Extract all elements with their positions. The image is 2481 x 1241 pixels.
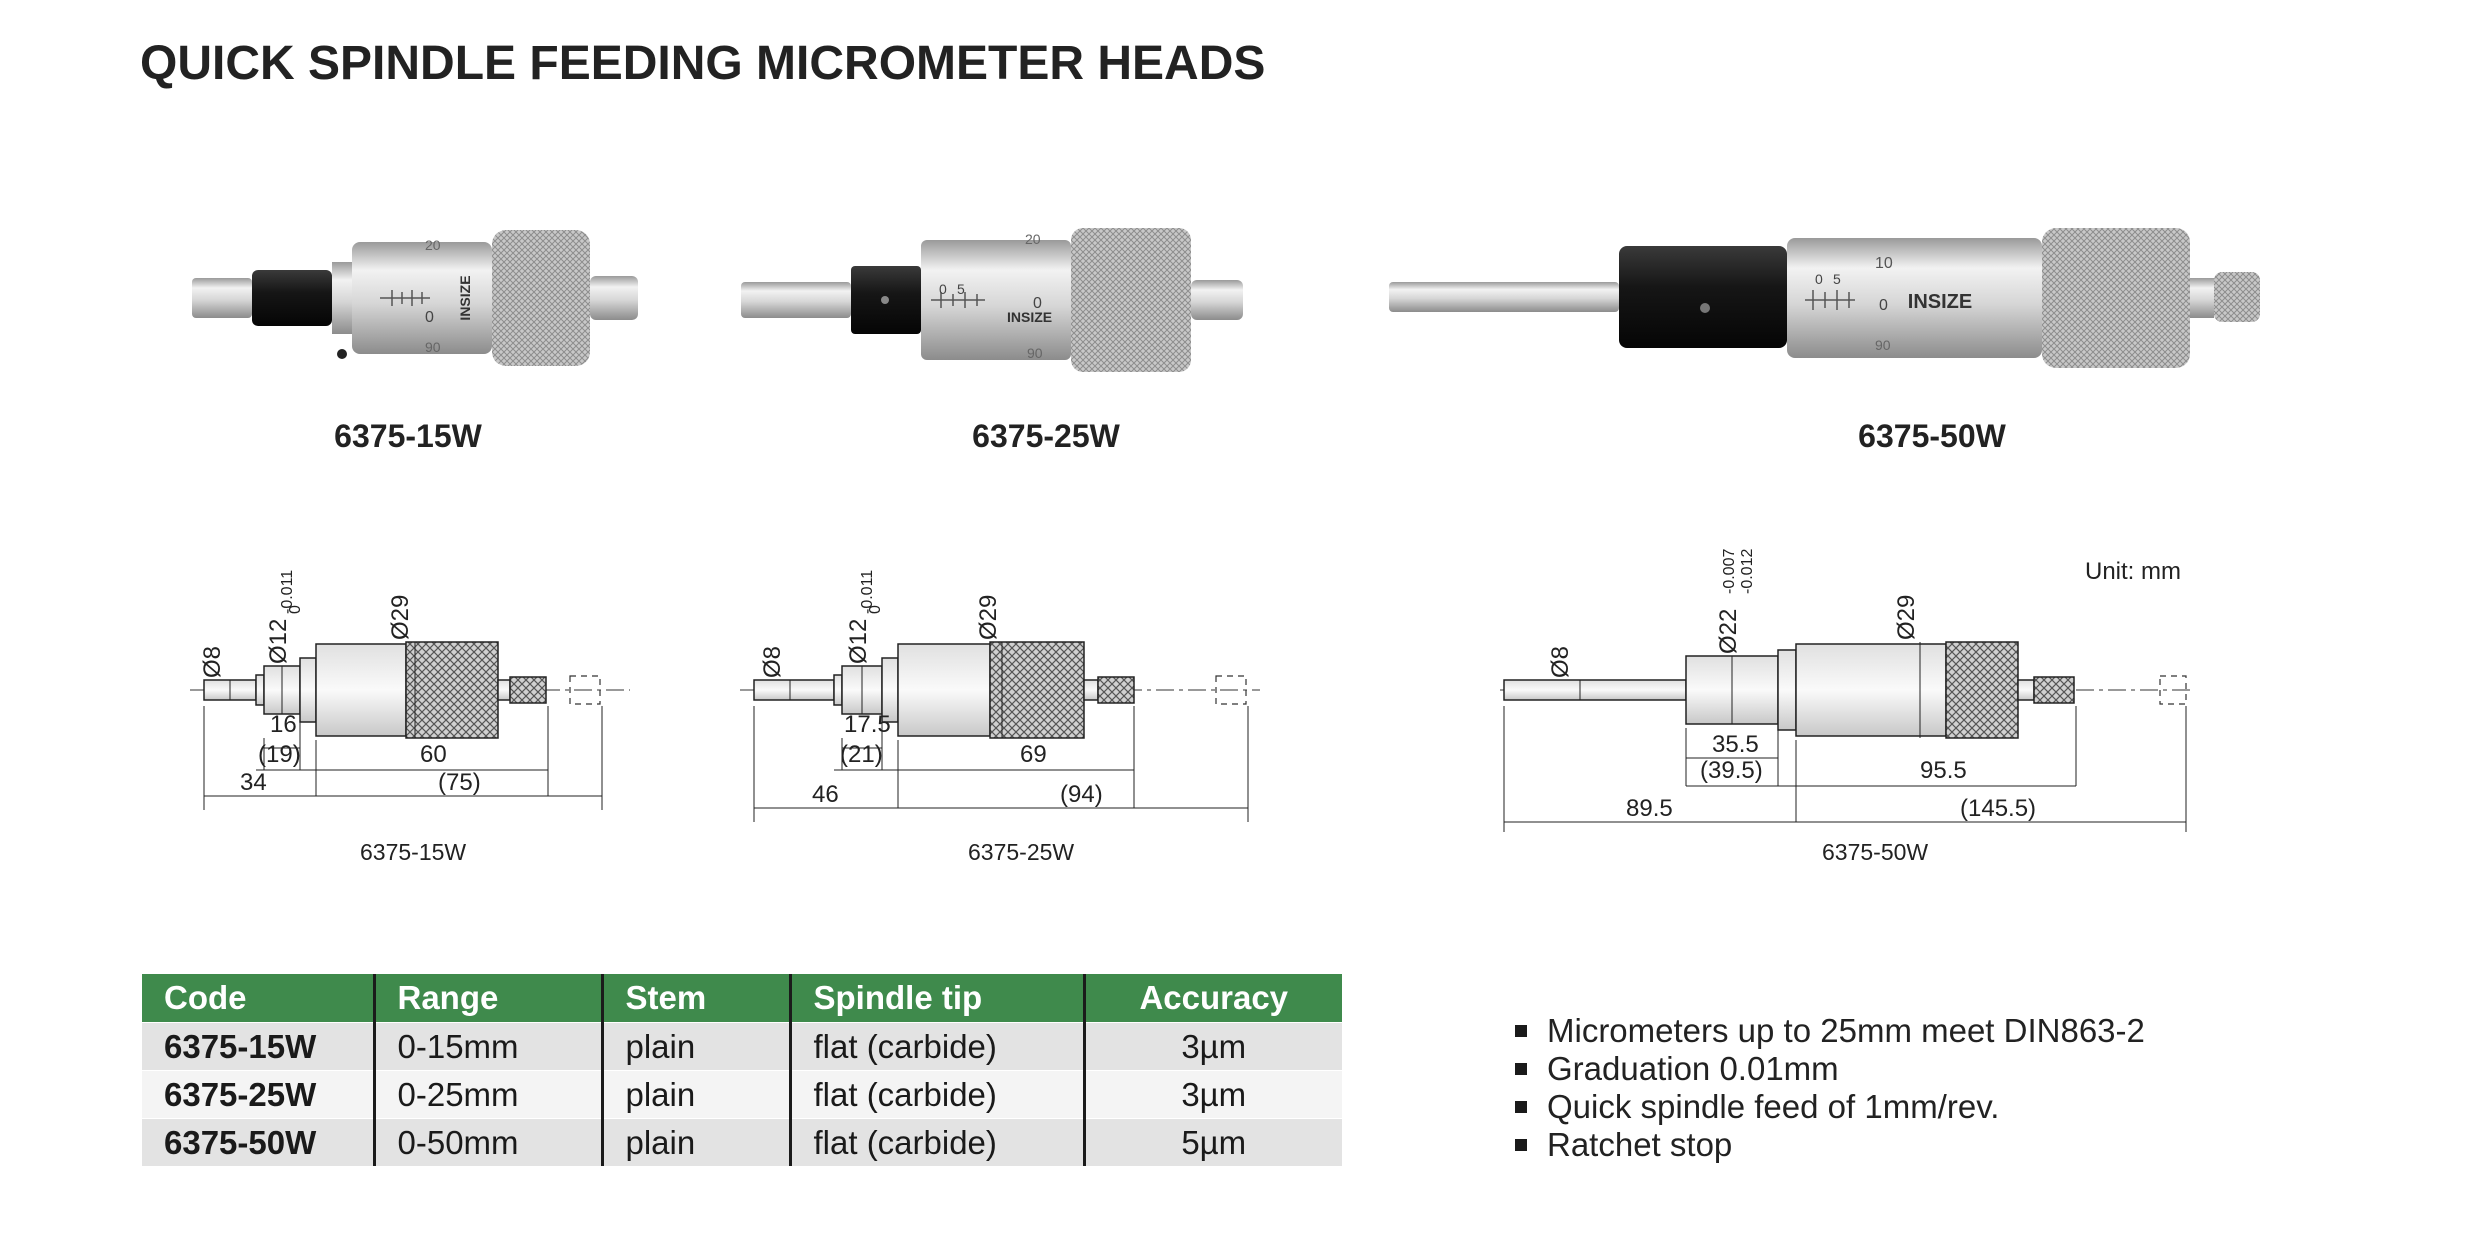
product-photo-6375-15w: 20 0 90 INSIZE [180, 220, 650, 380]
dim-collar: Ø22 [1715, 609, 1742, 654]
unit-label: Unit: mm [2085, 558, 2181, 585]
col-header-stem: Stem [602, 974, 792, 1023]
scale-mark: 20 [425, 237, 441, 253]
scale-mark: 0 [939, 281, 947, 297]
bullet-icon [1515, 1101, 1527, 1113]
feature-item: Quick spindle feed of 1mm/rev. [1515, 1088, 2145, 1126]
dim-spindle-len: 89.5 [1626, 795, 1673, 822]
dim-collar-len2: (19) [258, 741, 301, 768]
scale-mark: 10 [1875, 255, 1893, 272]
col-header-spindle-tip: Spindle tip [790, 974, 1086, 1023]
cell-range: 0-15mm [374, 1022, 604, 1071]
cell-accuracy: 3µm [1084, 1022, 1342, 1071]
dim-body-len: 60 [420, 741, 447, 768]
brand-mark: INSIZE [1007, 309, 1052, 325]
dim-total-len: (94) [1060, 781, 1103, 808]
cell-accuracy: 3µm [1084, 1070, 1342, 1119]
page-title: QUICK SPINDLE FEEDING MICROMETER HEADS [140, 37, 1266, 90]
cell-range: 0-25mm [374, 1070, 604, 1119]
dim-collar-len: 16 [270, 711, 297, 738]
cell-code: 6375-25W [142, 1070, 376, 1119]
dim-stem: Ø8 [199, 646, 226, 678]
feature-text: Micrometers up to 25mm meet DIN863-2 [1547, 1012, 2145, 1049]
cell-spindle-tip: flat (carbide) [790, 1070, 1086, 1119]
dim-collar-len2: (21) [840, 741, 883, 768]
drawing-caption: 6375-15W [360, 839, 466, 865]
product-name: 6375-25W [972, 418, 1120, 454]
dim-tolerance: -0.011 [279, 570, 296, 614]
scale-mark: 5 [957, 281, 965, 297]
cell-spindle-tip: flat (carbide) [790, 1022, 1086, 1071]
dim-tolerance: -0.012 [1739, 549, 1756, 594]
brand-mark: INSIZE [457, 275, 473, 320]
table-row: 6375-15W 0-15mm plain flat (carbide) 3µm [142, 1022, 1342, 1071]
col-header-accuracy: Accuracy [1084, 974, 1342, 1023]
feature-item: Ratchet stop [1515, 1126, 2145, 1164]
drawing-caption: 6375-25W [968, 839, 1074, 865]
dim-thimble: Ø29 [387, 595, 414, 640]
table-row: 6375-25W 0-25mm plain flat (carbide) 3µm [142, 1070, 1342, 1119]
scale-mark: 5 [1833, 271, 1841, 287]
cell-stem: plain [602, 1070, 792, 1119]
dim-collar-len2: (39.5) [1700, 757, 1763, 784]
brand-mark: INSIZE [1908, 291, 1972, 313]
dim-total-len: (75) [438, 769, 481, 796]
feature-text: Quick spindle feed of 1mm/rev. [1547, 1088, 2000, 1125]
cell-accuracy: 5µm [1084, 1118, 1342, 1166]
bullet-icon [1515, 1063, 1527, 1075]
spec-table: Code Range Stem Spindle tip Accuracy 637… [142, 974, 1342, 1166]
feature-text: Graduation 0.01mm [1547, 1050, 1839, 1087]
feature-list: Micrometers up to 25mm meet DIN863-2 Gra… [1515, 1012, 2145, 1164]
dimension-drawing-6375-15w: Ø8 Ø12 0 -0.011 Ø29 16 (19) 60 34 (75) 6… [190, 560, 650, 870]
cell-code: 6375-15W [142, 1022, 376, 1071]
scale-mark: 90 [1027, 345, 1043, 361]
cell-code: 6375-50W [142, 1118, 376, 1166]
scale-mark: 20 [1025, 231, 1041, 247]
dim-total-len: (145.5) [1960, 795, 2036, 822]
dim-body-len: 95.5 [1920, 757, 1967, 784]
scale-mark: 90 [1875, 337, 1891, 353]
dim-collar: Ø12 [265, 619, 292, 664]
scale-mark: 90 [425, 339, 441, 355]
table-header-row: Code Range Stem Spindle tip Accuracy [142, 974, 1342, 1023]
cell-stem: plain [602, 1118, 792, 1166]
cell-stem: plain [602, 1022, 792, 1071]
scale-mark: 0 [1033, 295, 1042, 312]
product-name: 6375-15W [334, 418, 482, 454]
product-photo-6375-50w: 0 5 10 0 90 INSIZE [1385, 220, 2285, 380]
dim-stem: Ø8 [759, 646, 786, 678]
dim-spindle-len: 46 [812, 781, 839, 808]
dim-tolerance: 0 [867, 605, 884, 614]
feature-item: Micrometers up to 25mm meet DIN863-2 [1515, 1012, 2145, 1050]
table-row: 6375-50W 0-50mm plain flat (carbide) 5µm [142, 1118, 1342, 1166]
product-photo-6375-25w: 0 5 20 0 90 INSIZE [735, 222, 1315, 382]
scale-mark: 0 [1815, 271, 1823, 287]
dim-stem: Ø8 [1547, 646, 1574, 678]
bullet-icon [1515, 1025, 1527, 1037]
bullet-icon [1515, 1139, 1527, 1151]
dim-thimble: Ø29 [975, 595, 1002, 640]
dim-collar-len: 35.5 [1712, 731, 1759, 758]
dim-collar: Ø12 [845, 619, 872, 664]
dim-tolerance: -0.011 [859, 570, 876, 614]
cell-range: 0-50mm [374, 1118, 604, 1166]
dim-body-len: 69 [1020, 741, 1047, 768]
dim-spindle-len: 34 [240, 769, 267, 796]
cell-spindle-tip: flat (carbide) [790, 1118, 1086, 1166]
dim-collar-len: 17.5 [844, 711, 891, 738]
product-name: 6375-50W [1858, 418, 2006, 454]
dim-tolerance: -0.007 [1721, 549, 1738, 594]
dimension-drawing-6375-25w: Ø8 Ø12 0 -0.011 Ø29 17.5 (21) 69 46 (94)… [740, 560, 1260, 870]
scale-mark: 0 [425, 309, 434, 326]
feature-item: Graduation 0.01mm [1515, 1050, 2145, 1088]
scale-mark: 0 [1879, 297, 1888, 314]
feature-text: Ratchet stop [1547, 1126, 1733, 1163]
col-header-range: Range [374, 974, 604, 1023]
dim-thimble: Ø29 [1893, 595, 1920, 640]
dim-tolerance: 0 [287, 605, 304, 614]
col-header-code: Code [142, 974, 376, 1023]
drawing-caption: 6375-50W [1822, 839, 1928, 865]
dimension-drawing-6375-50w: Ø8 Ø22 -0.007 -0.012 Ø29 35.5 (39.5) 95.… [1500, 549, 2200, 870]
